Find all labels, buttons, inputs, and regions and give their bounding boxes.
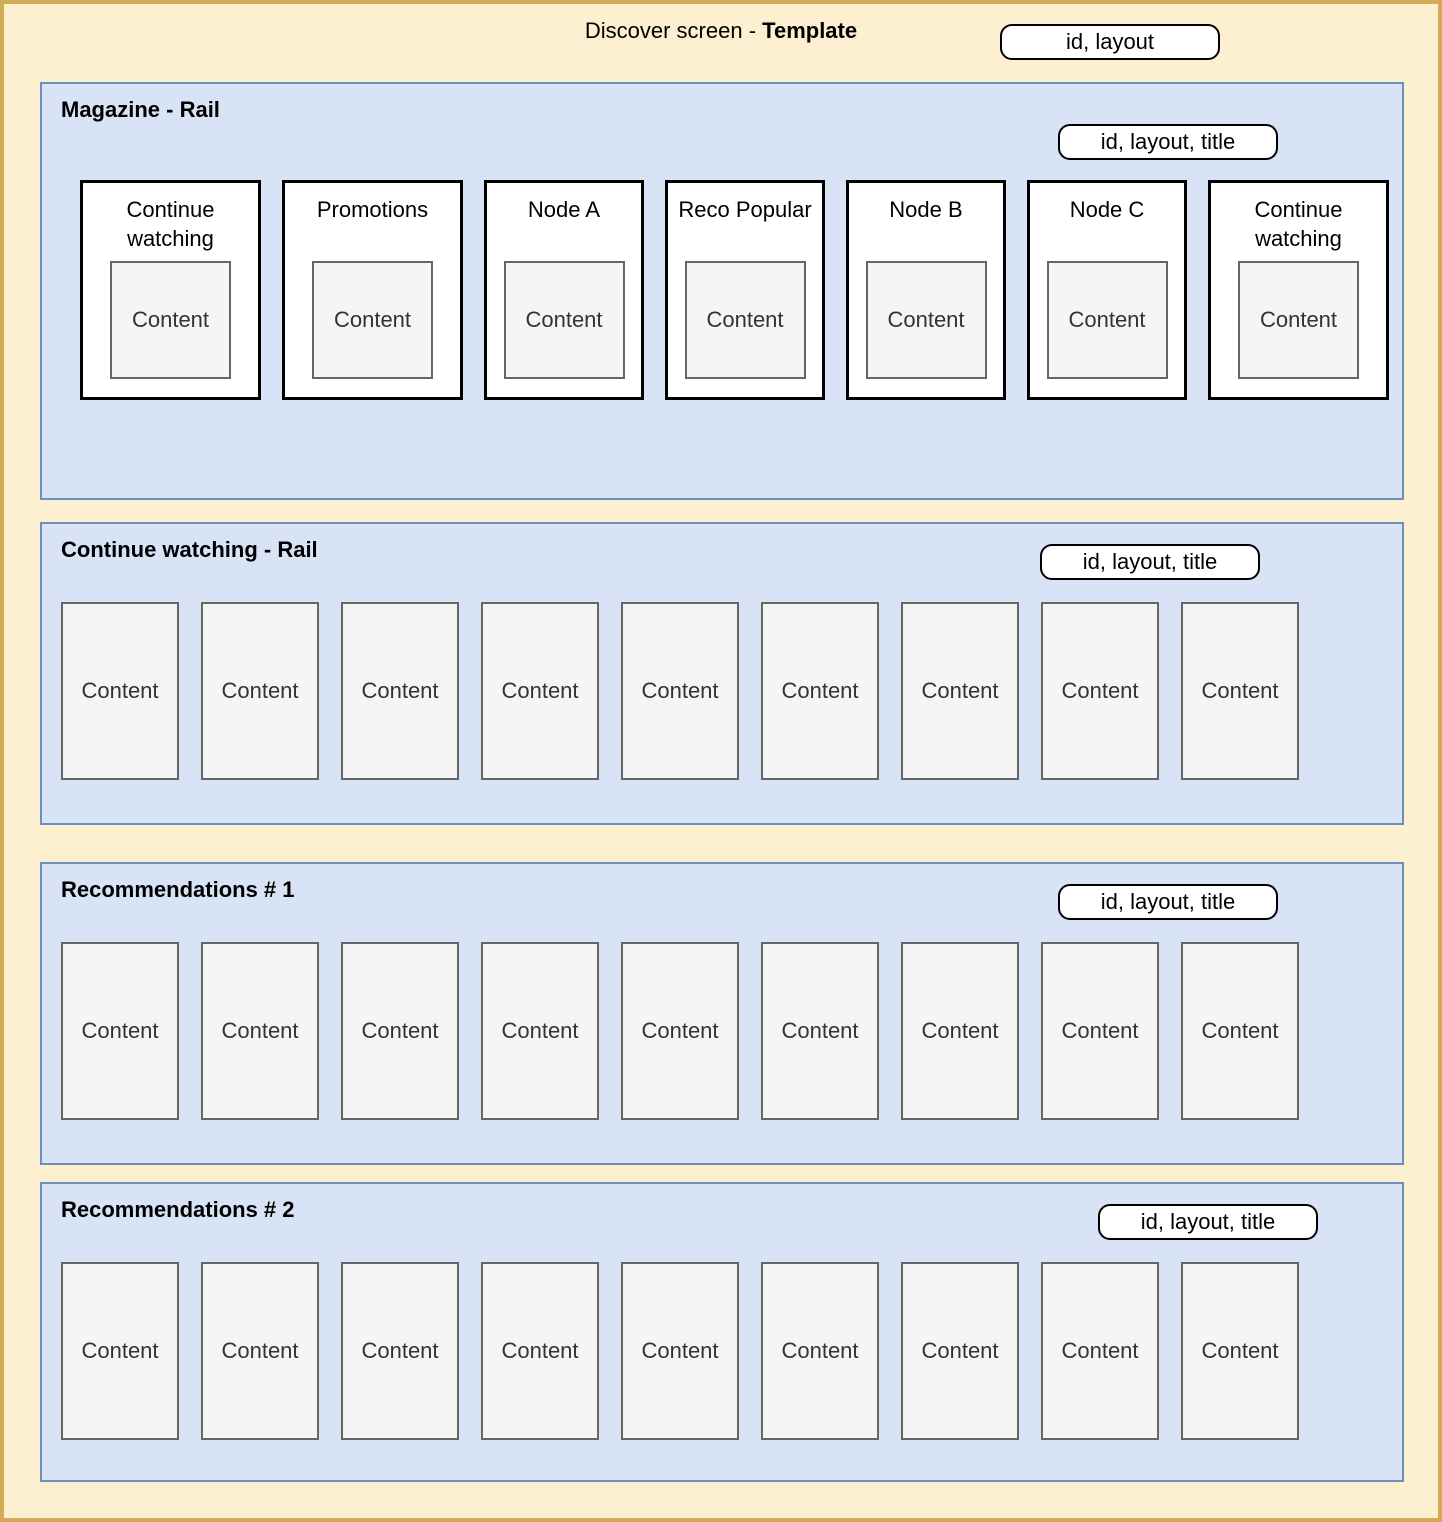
content-tile: Content [341,602,459,780]
content-placeholder: Content [1046,261,1168,379]
content-tile: Content [901,1262,1019,1440]
magazine-card-4: Node B Content [846,180,1006,400]
content-tile: Content [901,942,1019,1120]
rail-title: Continue watching - Rail [61,537,318,562]
magazine-card-title: Node B [889,197,963,222]
content-tile: Content [481,1262,599,1440]
content-tile: Content [621,602,739,780]
rail-attributes-badge: id, layout, title [1058,884,1278,920]
content-tile: Content [61,602,179,780]
content-tile: Content [341,942,459,1120]
content-tile: Content [201,1262,319,1440]
content-placeholder: Content [110,261,231,379]
rail-title: Recommendations # 1 [61,877,295,902]
content-tile: Content [481,602,599,780]
page-title-prefix: Discover screen - [584,18,763,43]
magazine-card-title: Continue watching [126,197,215,251]
content-tile: Content [1041,602,1159,780]
content-placeholder: Content [503,261,625,379]
page-title: Discover screen - Template [4,18,1438,44]
content-tile: Content [201,942,319,1120]
magazine-card-5: Node C Content [1027,180,1187,400]
magazine-card-title: Promotions [316,197,429,222]
content-tile: Content [1041,942,1159,1120]
content-tile: Content [1041,1262,1159,1440]
content-placeholder: Content [312,261,433,379]
content-tile: Content [61,942,179,1120]
content-tile: Content [761,602,879,780]
content-tile: Content [621,942,739,1120]
magazine-card-2: Node A Content [484,180,644,400]
page-title-bold: Template [762,18,858,43]
content-tile: Content [341,1262,459,1440]
magazine-card-title: Node C [1069,197,1145,222]
rail-title: Recommendations # 2 [61,1197,295,1222]
magazine-rail-section: Magazine - Rail id, layout, title Contin… [40,82,1404,500]
screen-attributes-badge: id, layout [1000,24,1220,60]
content-tile: Content [1181,942,1299,1120]
content-tile: Content [201,602,319,780]
content-tile: Content [621,1262,739,1440]
content-placeholder: Content [684,261,806,379]
rail-title: Magazine - Rail [61,97,220,122]
magazine-card-title: Reco Popular [678,197,812,222]
continue-watching-rail-section: Continue watching - Rail id, layout, tit… [40,522,1404,825]
magazine-card-title: Continue watching [1254,197,1343,251]
content-tile: Content [1181,602,1299,780]
content-placeholder: Content [1238,261,1359,379]
content-tile: Content [1181,1262,1299,1440]
rail-attributes-badge: id, layout, title [1098,1204,1318,1240]
recommendations-1-section: Recommendations # 1 id, layout, title Co… [40,862,1404,1165]
content-tile: Content [901,602,1019,780]
rail-attributes-badge: id, layout, title [1058,124,1278,160]
magazine-card-title: Node A [527,197,601,222]
content-tile: Content [761,1262,879,1440]
content-tile: Content [481,942,599,1120]
content-placeholder: Content [865,261,987,379]
rail-attributes-badge: id, layout, title [1040,544,1260,580]
content-tile: Content [61,1262,179,1440]
recommendations-2-section: Recommendations # 2 id, layout, title Co… [40,1182,1404,1482]
content-tile: Content [761,942,879,1120]
